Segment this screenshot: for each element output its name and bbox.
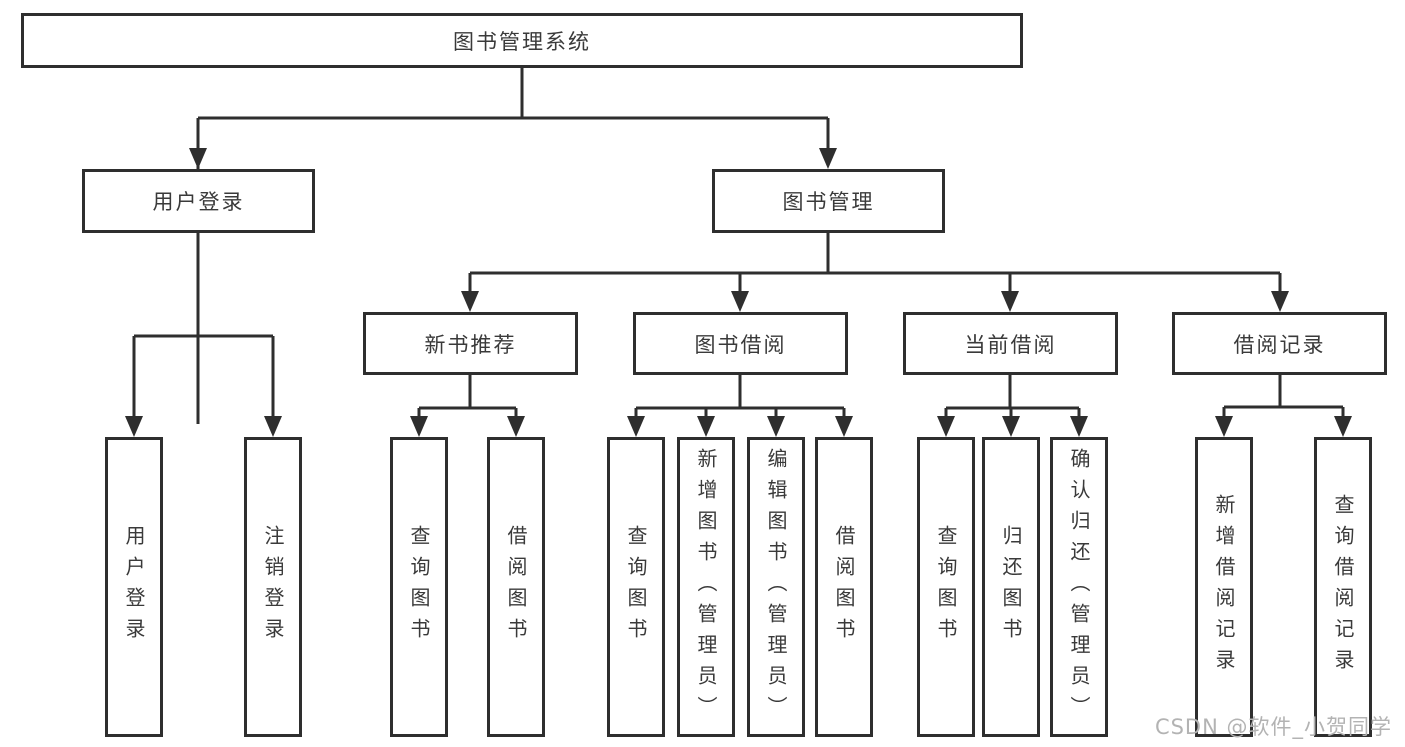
connector-book-borrowing-children [634,375,846,424]
node-book-management: 图书管理 [712,169,945,233]
connector-user-login-children [132,233,275,424]
connector-book-management-children [468,233,1282,299]
leaf-logout: 注销登录 [244,437,302,737]
leaf-edit-book-admin: 编辑图书（管理员） [747,437,805,737]
leaf-user-login: 用户登录 [105,437,163,737]
leaf-query-books-current: 查询图书 [917,437,975,737]
leaf-query-books-borrowing: 查询图书 [607,437,665,737]
connector-new-book-recommend-children [417,375,518,424]
node-book-borrowing: 图书借阅 [633,312,848,375]
node-new-book-recommend: 新书推荐 [363,312,578,375]
leaf-borrow-books-borrowing: 借阅图书 [815,437,873,737]
leaf-add-borrow-record: 新增借阅记录 [1195,437,1253,737]
arrowheads [125,148,1352,437]
leaf-return-book: 归还图书 [982,437,1040,737]
connector-borrowing-records-children [1222,375,1345,424]
node-borrowing-records: 借阅记录 [1172,312,1387,375]
leaf-query-borrow-record: 查询借阅记录 [1314,437,1372,737]
leaf-confirm-return-admin: 确认归还（管理员） [1050,437,1108,737]
node-user-login: 用户登录 [82,169,315,233]
watermark: CSDN @软件_小贺同学 [1154,715,1392,739]
node-current-borrowing: 当前借阅 [903,312,1118,375]
connector-root-to-level2 [196,68,830,424]
node-root: 图书管理系统 [21,13,1023,68]
leaf-query-books-recommend: 查询图书 [390,437,448,737]
leaf-add-book-admin: 新增图书（管理员） [677,437,735,737]
leaf-borrow-books-recommend: 借阅图书 [487,437,545,737]
